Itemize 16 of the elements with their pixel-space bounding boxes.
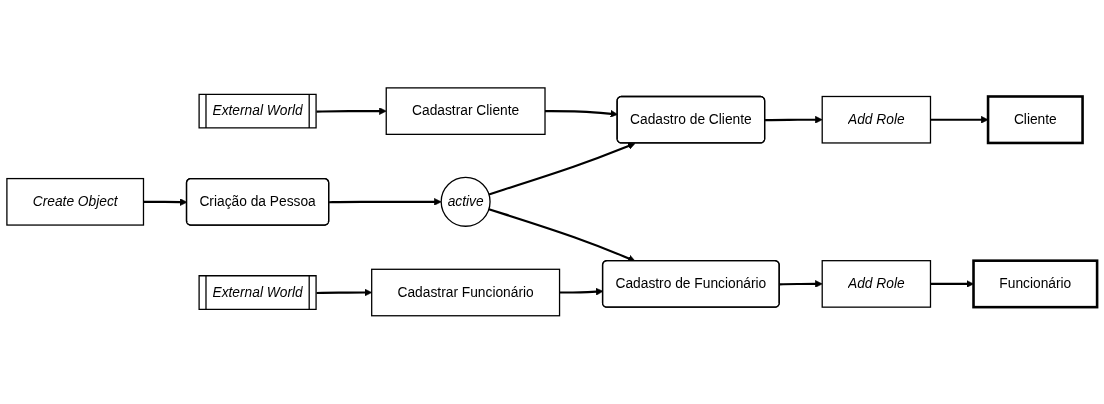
node-box: Add Role (821, 260, 932, 308)
node-circle: active (440, 176, 491, 228)
arrow (545, 110, 618, 118)
arrow (779, 280, 823, 288)
node-box: Add Role (821, 96, 932, 144)
node-box: Funcionário (972, 259, 1099, 309)
node-box: Cadastrar Cliente (385, 87, 546, 136)
arrow (930, 280, 974, 288)
arrow (329, 198, 442, 206)
arrow (316, 107, 387, 116)
arrow (765, 116, 823, 124)
node-box: Cadastrar Funcionário (371, 268, 561, 317)
arrow (488, 142, 636, 196)
arrow (930, 116, 989, 124)
node-box: Create Object (6, 178, 145, 226)
node-box: Cliente (986, 95, 1084, 145)
